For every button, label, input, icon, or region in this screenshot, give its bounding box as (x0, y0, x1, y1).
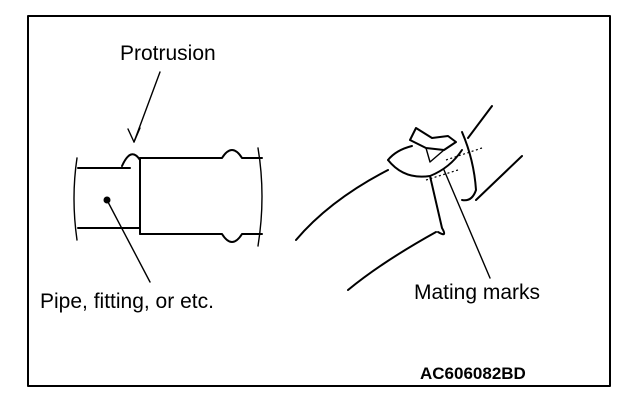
hose-top-left-edge (295, 169, 389, 241)
hose-bottom-right-edge (475, 155, 523, 201)
hose-bottom-edge (139, 233, 263, 243)
protrusion-arrowhead (127, 127, 141, 143)
clamp-tab-fold (425, 147, 445, 163)
pipe-protrusion (121, 153, 141, 167)
pipe-hose-illustration (73, 147, 263, 247)
protrusion-label: Protrusion (120, 42, 216, 65)
pipe-marker-dot (103, 196, 111, 204)
pipe-leader (107, 201, 151, 283)
hose-top-right-edge (467, 105, 493, 139)
hose-break-line (257, 147, 263, 247)
mating-marks-label: Mating marks (414, 281, 540, 304)
clamp-band-top (387, 145, 413, 161)
figure-code: AC606082BD (420, 364, 526, 383)
pipe-label: Pipe, fitting, or etc. (40, 290, 214, 313)
clamp-band-edge (429, 149, 463, 177)
clamp-band-front (387, 159, 446, 236)
hose-clamp-illustration (295, 105, 523, 291)
mating-marks-leader (443, 169, 491, 279)
hose-top-edge (139, 149, 263, 159)
pipe-break-line (73, 157, 78, 241)
clamp-band-back (461, 131, 477, 202)
mating-mark-upper (445, 147, 483, 161)
clamp-tab (409, 127, 457, 151)
figure-frame (27, 15, 611, 387)
hose-bottom-left-edge (347, 231, 437, 291)
mating-mark-lower (425, 169, 459, 181)
